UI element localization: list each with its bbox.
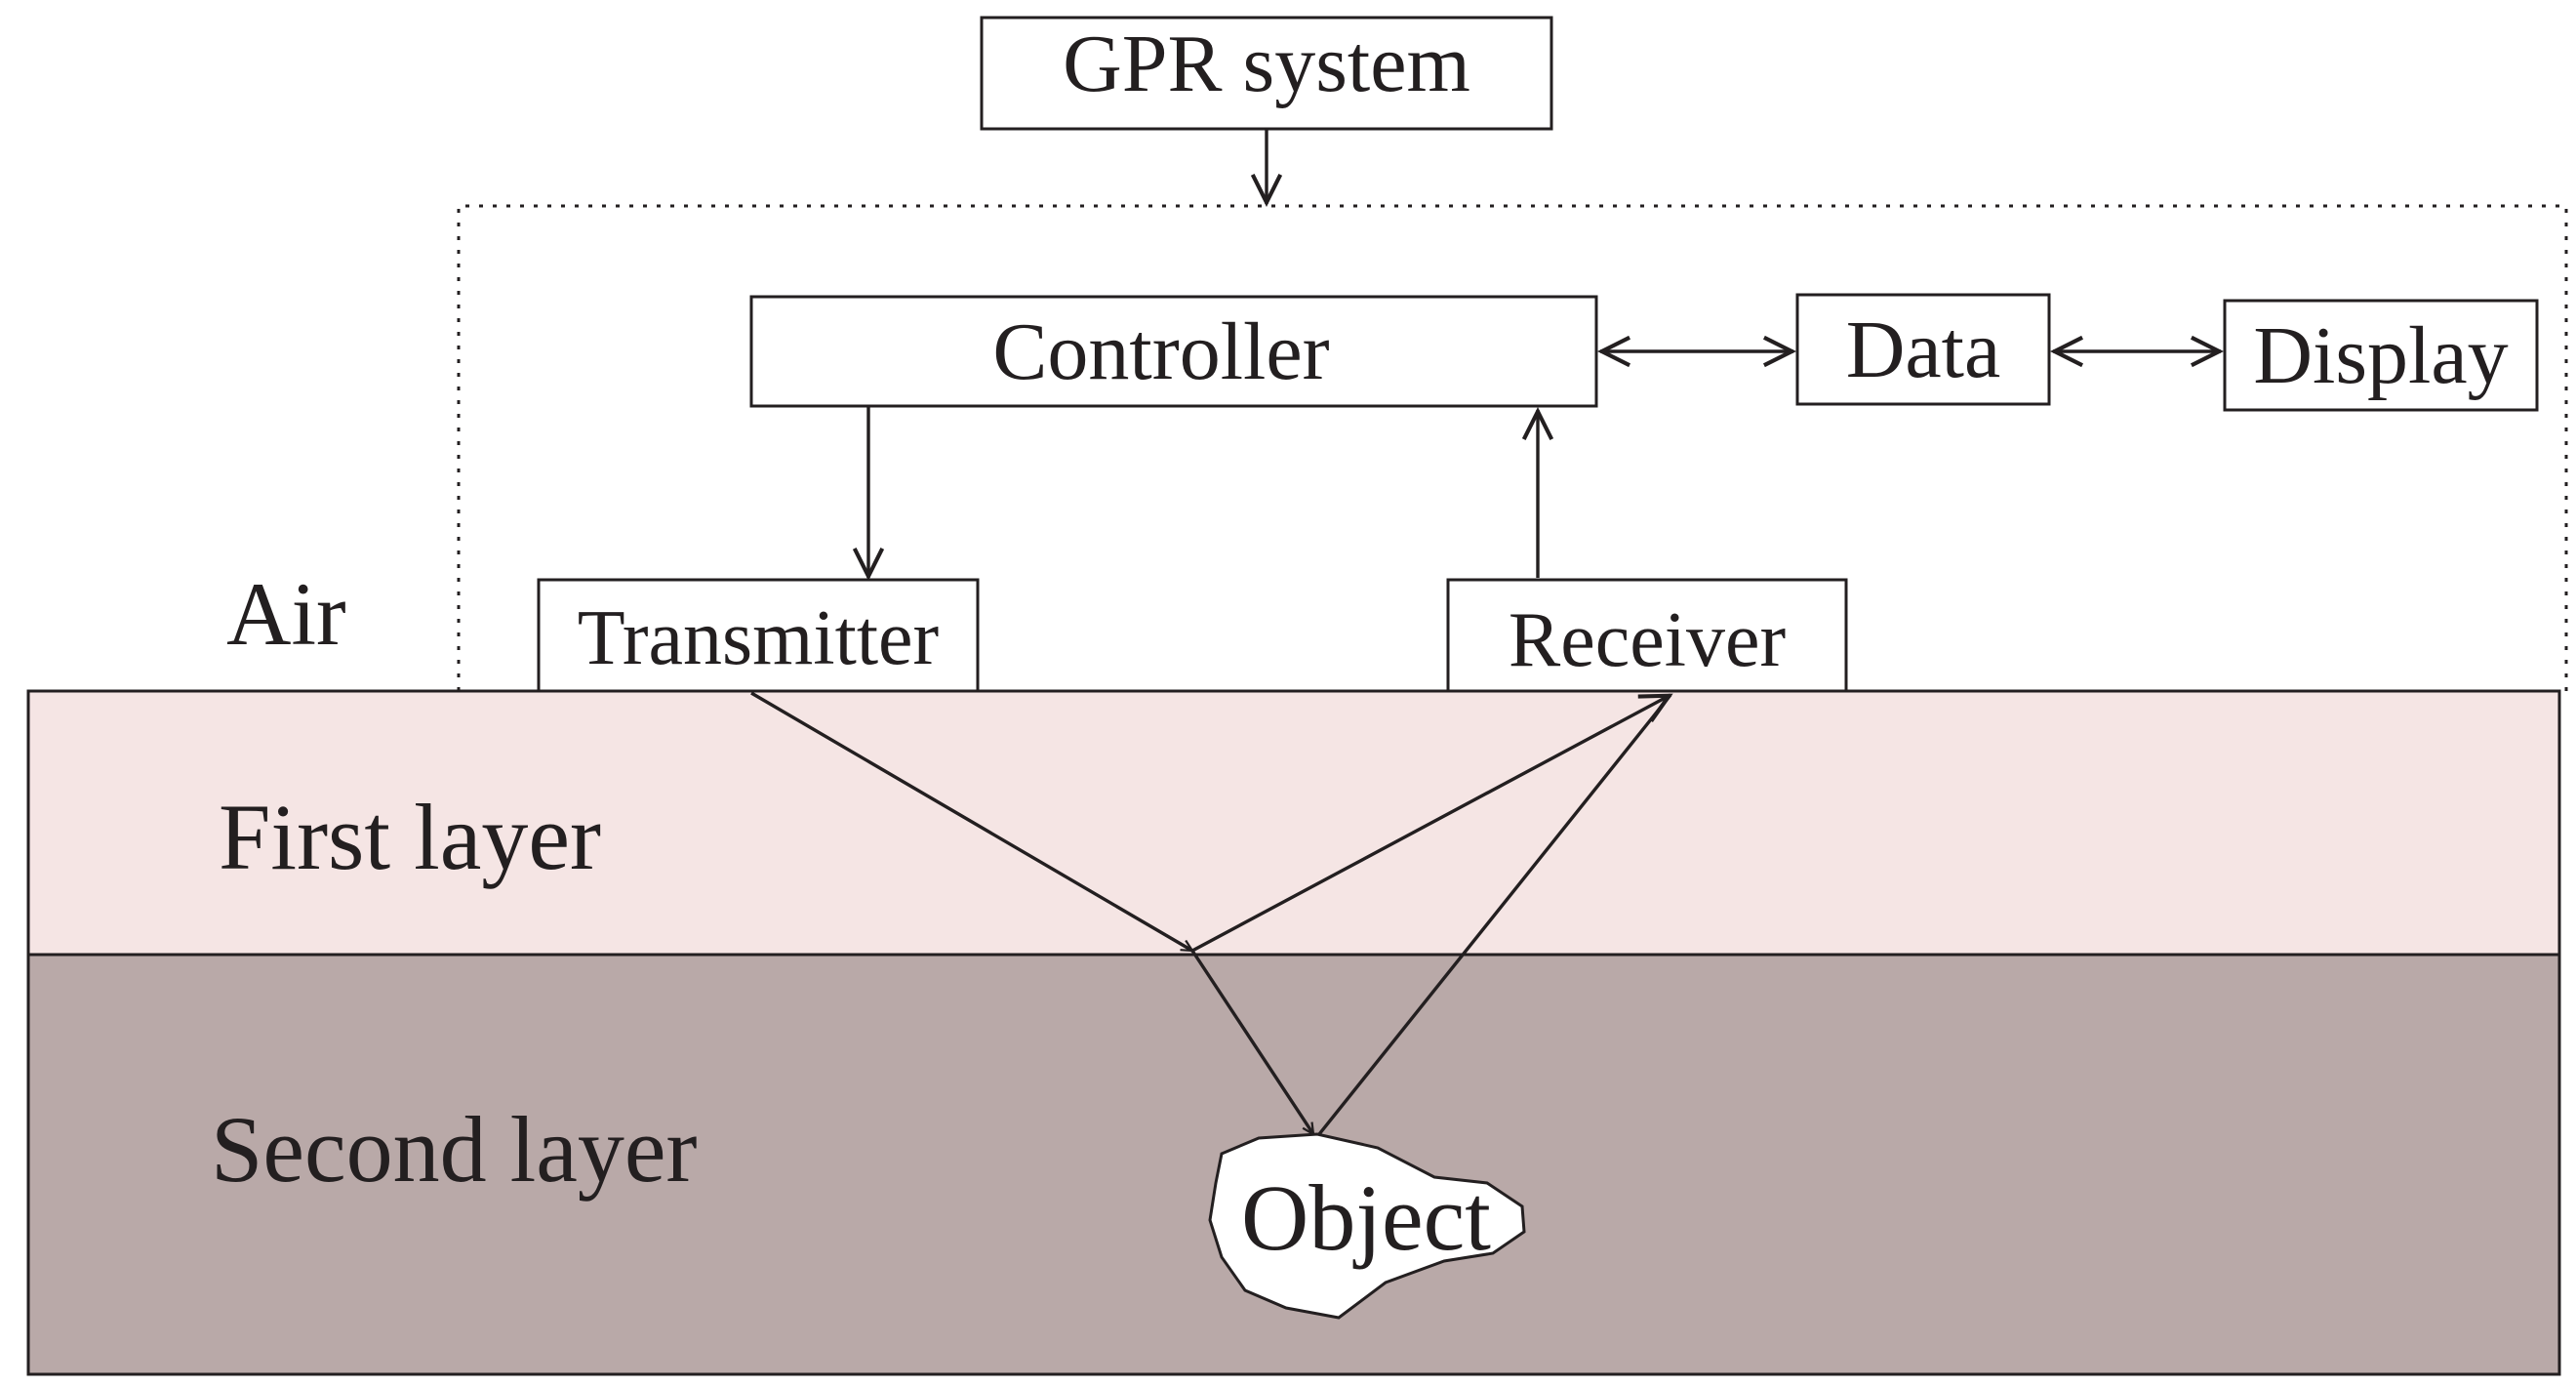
controller-box [749,295,1598,408]
first-layer-label: First layer [219,785,601,889]
display-label: Display [2253,310,2508,401]
ray-interface-to-object [1190,950,1315,1134]
second-layer-label: Second layer [211,1097,698,1202]
display-box [2223,299,2539,412]
air-label: Air [226,564,346,664]
gpr-system-box [980,16,1553,131]
receiver-label: Receiver [1509,597,1786,683]
data-box [1795,293,2051,406]
object-label: Object [1241,1165,1491,1270]
buried-object [1208,1132,1526,1320]
gpr-system-label: GPR system [1063,19,1470,109]
ray-transmitter-to-interface [750,691,1192,953]
data-label: Data [1846,305,2001,395]
receiver-box [1446,578,1848,693]
controller-label: Controller [992,306,1329,397]
transmitter-box [537,578,980,693]
transmitter-label: Transmitter [578,595,939,681]
ray-interface-to-receiver [1191,693,1673,953]
first-layer [26,689,2561,957]
ray-object-to-receiver [1317,693,1672,1136]
